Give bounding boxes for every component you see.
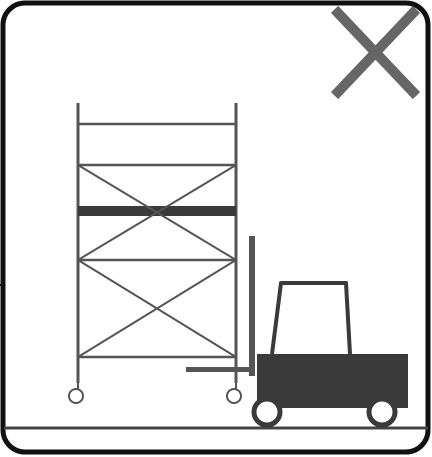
forklift-wheel-front [254, 399, 280, 425]
forklift-wheel-rear [369, 399, 395, 425]
